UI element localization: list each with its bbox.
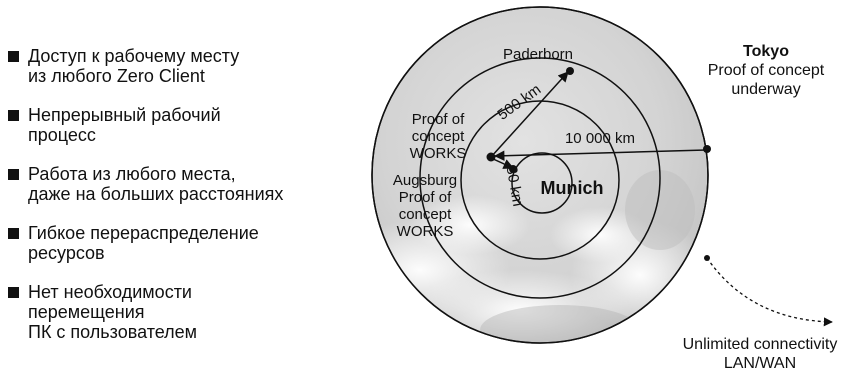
feature-text-line: из любого Zero Client [28, 66, 205, 86]
feature-item-5: Нет необходимости перемещения ПК с польз… [6, 282, 356, 342]
bullet-square-icon [8, 228, 19, 239]
feature-item-2: Непрерывный рабочий процесс [6, 105, 356, 145]
node-augsburg [486, 152, 496, 162]
proof-left-line: concept [412, 128, 465, 145]
feature-item-4: Гибкое перераспределение ресурсов [6, 223, 356, 263]
feature-text-line: ПК с пользователем [28, 322, 198, 342]
node-paderborn [566, 67, 574, 75]
bullet-square-icon [8, 287, 19, 298]
feature-text-line: Доступ к рабочему месту [28, 46, 240, 66]
feature-item-1: Доступ к рабочему месту из любого Zero C… [6, 46, 356, 86]
proof-augsburg-line: Proof of [399, 189, 452, 206]
arrow-unlimited [706, 257, 833, 327]
feature-list: Доступ к рабочему месту из любого Zero C… [6, 46, 356, 361]
unlimited-label-group: Unlimited connectivity LAN/WAN [683, 336, 838, 372]
arrow-80km [490, 157, 514, 169]
feature-text-line: перемещения [28, 302, 145, 322]
proof-works-left: Proof of concept WORKS [410, 111, 467, 162]
feature-text-line: Работа из любого места, [28, 164, 236, 184]
tokyo-sub-line: Proof of concept [708, 62, 825, 79]
feature-text-line: Нет необходимости [28, 282, 192, 302]
feature-text-line: Непрерывный рабочий [28, 105, 221, 125]
tokyo-label-group: Tokyo Proof of concept underway [708, 43, 825, 98]
arrow-10000km [493, 149, 707, 161]
node-tokyo [703, 145, 711, 153]
bullet-square-icon [8, 110, 19, 121]
proof-augsburg-line: concept [399, 206, 452, 223]
label-munich: Munich [541, 178, 604, 198]
feature-text-line: Гибкое перераспределение [28, 223, 259, 243]
bullet-square-icon [8, 51, 19, 62]
feature-text-line: ресурсов [28, 243, 105, 263]
ring-inner [511, 152, 573, 214]
proof-left-line: Proof of [412, 111, 465, 128]
arrow-500km [490, 71, 569, 158]
bullet-square-icon [8, 169, 19, 180]
label-80km: 80 km [503, 165, 527, 208]
proof-left-line: WORKS [410, 145, 467, 162]
label-augsburg: Augsburg [393, 172, 457, 189]
label-10000km: 10 000 km [565, 130, 635, 147]
ring-outer [419, 57, 661, 299]
label-tokyo: Tokyo [743, 43, 789, 60]
feature-text-line: процесс [28, 125, 96, 145]
unlimited-line: Unlimited connectivity [683, 336, 838, 353]
tokyo-sub-line: underway [731, 81, 800, 98]
node-lan-wan [704, 255, 710, 261]
feature-text-line: даже на больших расстояниях [28, 184, 284, 204]
node-munich [509, 165, 517, 173]
augsburg-label-group: Augsburg Proof of concept WORKS [393, 172, 457, 240]
unlimited-line: LAN/WAN [724, 355, 796, 372]
label-paderborn: Paderborn [503, 46, 573, 63]
globe [371, 6, 709, 344]
feature-item-3: Работа из любого места, даже на больших … [6, 164, 356, 204]
ring-middle [460, 100, 620, 260]
proof-augsburg-line: WORKS [397, 223, 454, 240]
